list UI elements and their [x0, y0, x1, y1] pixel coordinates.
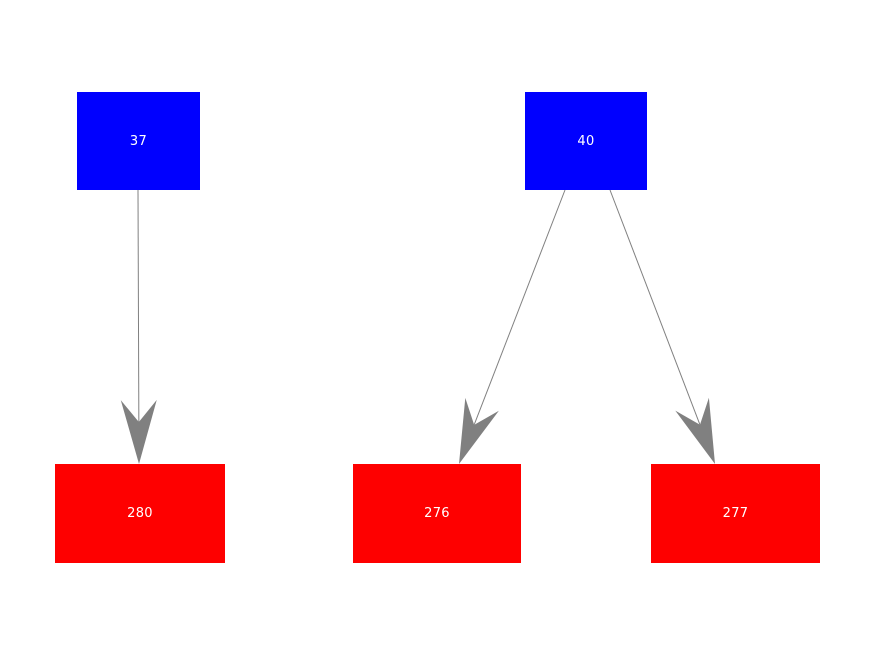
edge-line — [609, 189, 701, 425]
edge-line — [473, 189, 566, 426]
node-label: 37 — [129, 133, 148, 149]
edge-arrowhead — [675, 397, 715, 464]
graph-node-277[interactable]: 277 — [651, 464, 820, 563]
node-label: 40 — [577, 133, 595, 149]
node-label: 276 — [424, 506, 450, 521]
edge-arrowhead — [120, 399, 157, 464]
edge-arrowhead — [459, 397, 499, 464]
graph-node-40[interactable]: 40 — [525, 92, 647, 190]
graph-node-280[interactable]: 280 — [55, 464, 225, 563]
edge-line — [137, 189, 140, 423]
node-label: 277 — [722, 506, 749, 521]
graph-node-276[interactable]: 276 — [353, 464, 521, 563]
node-label: 280 — [127, 506, 153, 521]
graph-node-37[interactable]: 37 — [77, 92, 200, 190]
